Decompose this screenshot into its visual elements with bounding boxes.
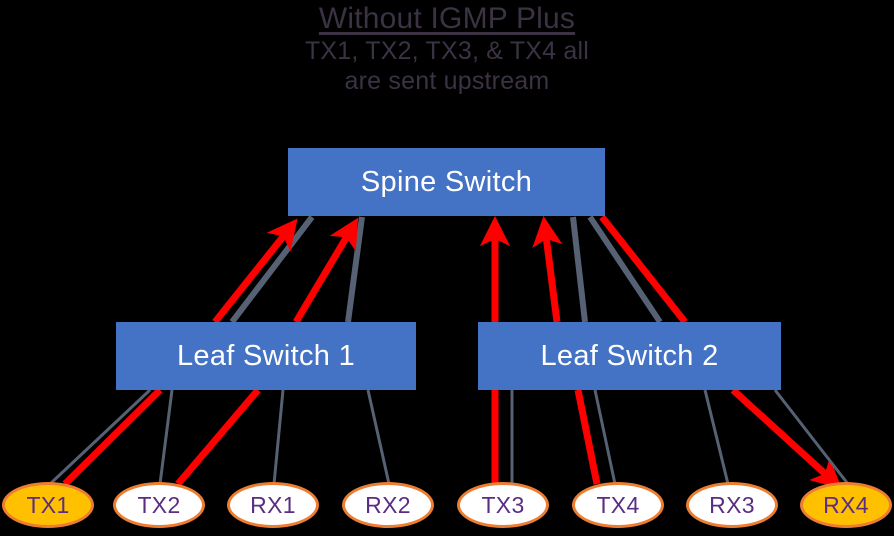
- link-leaf2-tx4-idle: [593, 389, 617, 485]
- endpoint-rx2-label: RX2: [365, 491, 411, 518]
- uplink-group-leaf1-traffic: [212, 217, 359, 325]
- link-leaf1-tx1-idle: [48, 388, 152, 486]
- endpoint-rx4-label: RX4: [823, 491, 869, 518]
- link-leaf1-spine-tx1: [212, 218, 298, 325]
- spine-switch-node[interactable]: Spine Switch: [288, 148, 605, 216]
- downlink-group-leaf1-idle: [48, 388, 391, 486]
- endpoint-tx4-label: TX4: [596, 491, 640, 518]
- link-leaf2-spine-idle-a: [570, 216, 588, 323]
- link-leaf1-spine-tx2: [292, 217, 359, 324]
- endpoint-rx4[interactable]: RX4: [800, 482, 892, 528]
- uplink-group-leaf2-idle: [570, 215, 663, 324]
- link-leaf2-spine-idle-b: [587, 215, 663, 324]
- endpoint-tx4[interactable]: TX4: [572, 482, 664, 528]
- link-leaf2-rx4: [730, 387, 842, 490]
- link-leaf2-rx3-idle: [703, 389, 730, 485]
- link-leaf2-spine-tx4: [532, 215, 563, 323]
- uplink-group-endpoint-traffic: [491, 389, 601, 485]
- title-block: Without IGMP Plus TX1, TX2, TX3, & TX4 a…: [0, 0, 894, 96]
- link-leaf1-tx2-idle: [158, 389, 174, 485]
- link-spine-leaf2-rx4: [599, 214, 688, 325]
- endpoint-tx1[interactable]: TX1: [2, 482, 94, 528]
- uplink-group-leaf2-traffic: [479, 215, 563, 323]
- downlink-group-leaf1-traffic: [62, 387, 261, 487]
- endpoint-tx3[interactable]: TX3: [457, 482, 549, 528]
- endpoint-tx1-label: TX1: [26, 491, 70, 518]
- uplink-group-leaf1-idle: [229, 215, 365, 324]
- link-leaf1-tx2-traffic: [175, 387, 261, 487]
- subtitle-line-2: are sent upstream: [344, 67, 550, 95]
- endpoint-rx3-label: RX3: [709, 491, 755, 518]
- leaf-switch-1-node[interactable]: Leaf Switch 1: [116, 322, 416, 390]
- endpoint-tx3-label: TX3: [481, 491, 525, 518]
- page-title: Without IGMP Plus: [318, 2, 576, 35]
- downlink-group-leaf2-idle: [510, 389, 850, 485]
- leaf-switch-2-node[interactable]: Leaf Switch 2: [478, 322, 781, 390]
- link-leaf1-spine-idle-a: [229, 215, 315, 324]
- downlink-group-rx4-traffic: [599, 214, 842, 490]
- spine-switch-label: Spine Switch: [360, 165, 533, 198]
- endpoint-rx3[interactable]: RX3: [686, 482, 778, 528]
- leaf-switch-2-label: Leaf Switch 2: [540, 339, 719, 372]
- endpoint-rx1[interactable]: RX1: [227, 482, 319, 528]
- link-leaf1-tx1-traffic: [62, 387, 163, 487]
- endpoint-tx2[interactable]: TX2: [113, 482, 205, 528]
- endpoint-rx2[interactable]: RX2: [342, 482, 434, 528]
- subtitle-line-1: TX1, TX2, TX3, & TX4 all: [304, 37, 590, 65]
- leaf-switch-1-label: Leaf Switch 1: [177, 339, 355, 372]
- link-leaf1-rx2-idle: [366, 389, 391, 485]
- endpoint-rx1-label: RX1: [250, 491, 296, 518]
- link-tx4-leaf2-traffic: [574, 389, 601, 485]
- endpoint-tx2-label: TX2: [137, 491, 181, 518]
- link-leaf1-rx1-idle: [272, 389, 285, 485]
- link-leaf2-rx4-idle: [773, 389, 850, 485]
- link-leaf1-spine-idle-b: [345, 216, 365, 323]
